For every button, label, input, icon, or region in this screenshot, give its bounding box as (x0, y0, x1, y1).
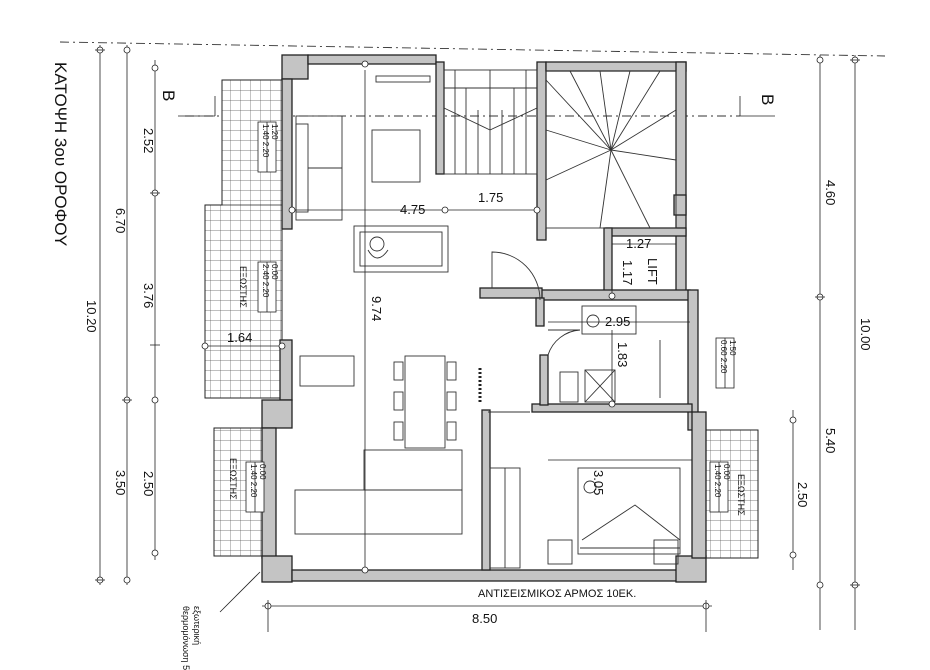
svg-text:1.50: 1.50 (728, 340, 737, 356)
dim-left-c: 2.50 (141, 471, 156, 496)
svg-text:1.40 2.20: 1.40 2.20 (713, 464, 722, 498)
dim-1-27: 1.27 (626, 236, 651, 251)
kitchen-counter (294, 355, 463, 535)
dim-left-total: 10.20 (84, 300, 99, 333)
window-tag-3: 1.40 2.20 0.00 (245, 461, 267, 513)
dim-left-b: 3.76 (141, 283, 156, 308)
property-line-top (59, 41, 886, 57)
balcony-label-2: ΕΞΩΣΤΗΣ (228, 458, 238, 500)
seismic-joint-label: ΑΝΤΙΣΕΙΣΜΙΚΟΣ ΑΡΜΟΣ 10ΕΚ. (478, 588, 636, 600)
section-line: B B (159, 90, 777, 117)
armchair (353, 225, 449, 273)
lift-label: LIFT (645, 258, 660, 285)
dim-1-75: 1.75 (478, 190, 503, 205)
dim-9-74: 9.74 (369, 296, 384, 321)
dim-left-lower: 3.50 (113, 470, 128, 495)
section-mark-left: B (159, 90, 178, 101)
balcony-label-3: ΕΞΩΣΤΗΣ (736, 474, 746, 516)
section-mark-right: B (758, 94, 777, 105)
staircase-right (545, 70, 677, 229)
window-tag-5: 0.60 2.20 1.50 (715, 337, 737, 389)
svg-text:1.20: 1.20 (270, 124, 279, 140)
dim-bottom-total: 8.50 (472, 611, 497, 626)
svg-text:0.00: 0.00 (258, 464, 267, 480)
dim-right-total: 10.00 (858, 318, 873, 351)
insulation-note-1: εξωτερική (192, 606, 202, 645)
dimension-chains-left (95, 45, 160, 585)
door-arcs (488, 251, 581, 413)
dim-1-64: 1.64 (227, 330, 252, 345)
svg-text:0.00: 0.00 (722, 464, 731, 480)
svg-text:0.60 2.20: 0.60 2.20 (719, 340, 728, 374)
dining-table (393, 355, 457, 449)
internal-dimensions (205, 70, 692, 570)
staircase-left (443, 69, 538, 175)
bed (547, 467, 681, 565)
dim-left-upper: 6.70 (113, 208, 128, 233)
svg-text:2.40 2.20: 2.40 2.20 (261, 264, 270, 298)
dim-left-a: 2.52 (141, 128, 156, 153)
tv-unit (375, 75, 431, 83)
dim-right-lower: 5.40 (823, 428, 838, 453)
plan-title: ΚΑΤΟΨΗ 3ου ΟΡΟΦΟΥ (51, 62, 70, 246)
dim-1-83: 1.83 (615, 342, 630, 367)
insulation-note-2: θερμομόνωση 5 (181, 606, 191, 670)
svg-text:1.40 2.20: 1.40 2.20 (249, 464, 258, 498)
dim-right-upper: 4.60 (823, 180, 838, 205)
window-tag-2: 2.40 2.20 0.00 (257, 261, 279, 313)
dimension-chains-right (789, 55, 860, 630)
svg-text:1.40 2.20: 1.40 2.20 (261, 124, 270, 158)
window-tag-1: 1.40 2.20 1.20 (257, 121, 279, 173)
insulation-leader (219, 571, 261, 613)
svg-text:0.00: 0.00 (270, 264, 279, 280)
sofa (295, 115, 343, 221)
dim-3-05: 3.05 (591, 470, 606, 495)
walls (261, 54, 707, 583)
wardrobe (489, 467, 521, 569)
internal-dim-markers (201, 60, 616, 574)
dim-2-95: 2.95 (605, 314, 630, 329)
dim-right-a: 2.50 (795, 482, 810, 507)
dim-1-17: 1.17 (620, 260, 635, 285)
coffee-table (371, 129, 421, 183)
dim-4-75: 4.75 (400, 202, 425, 217)
window-tag-4: 1.40 2.20 0.00 (709, 461, 731, 513)
balcony-label-1: ΕΞΩΣΤΗΣ (238, 266, 248, 308)
bathroom-fixtures (559, 305, 661, 403)
dimension-chain-bottom (262, 600, 712, 632)
